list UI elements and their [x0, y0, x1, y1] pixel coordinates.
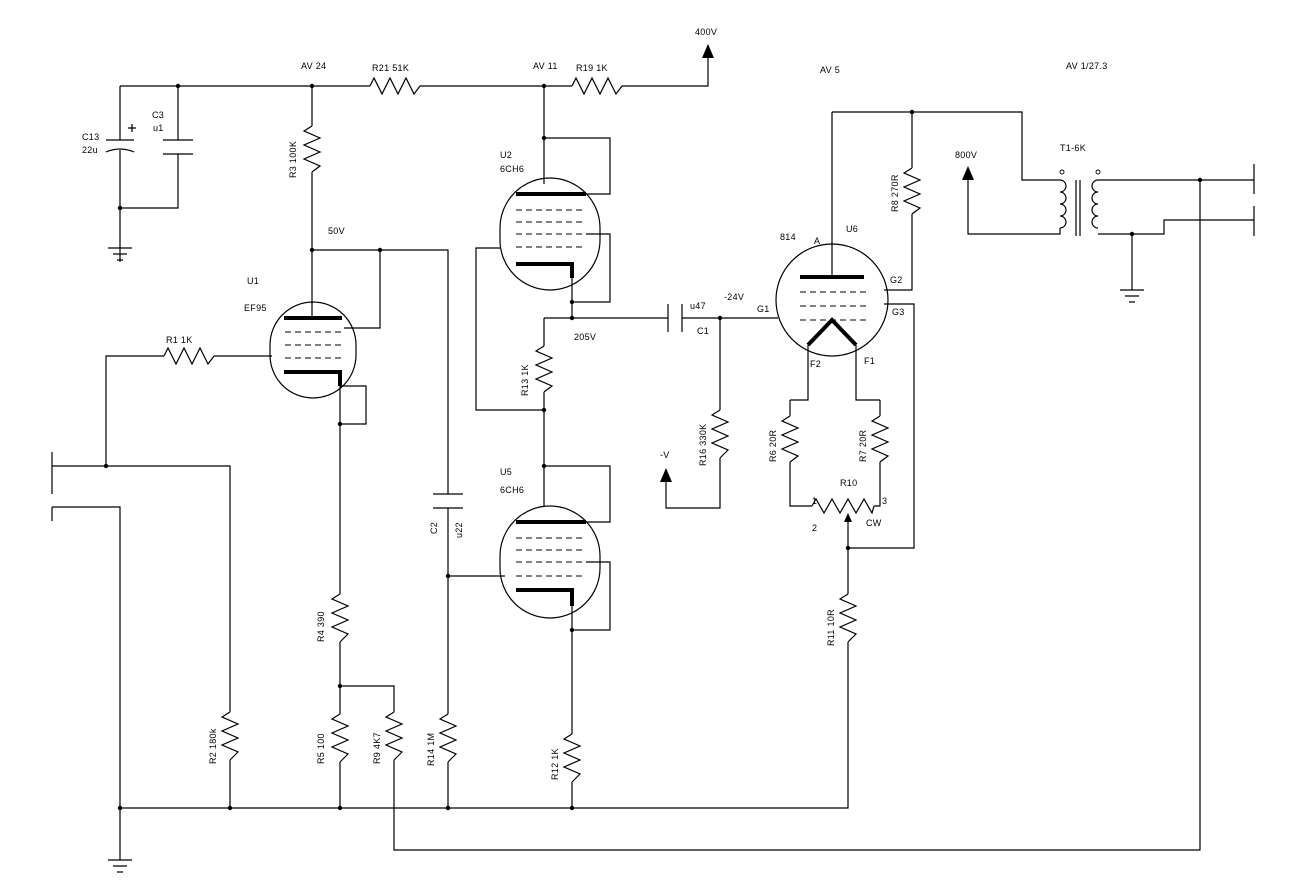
capacitor-c13	[105, 86, 136, 262]
resistor-r3	[302, 86, 322, 304]
pin-label-a: A	[814, 236, 820, 246]
resistor-r11	[838, 593, 858, 643]
pin-label-g1: G1	[757, 304, 770, 314]
label-c13: C13	[82, 132, 99, 142]
label-r4: R4 390	[316, 611, 326, 642]
resistor-r16	[660, 318, 730, 509]
pin-r10-3: 3	[882, 496, 887, 506]
label-r10: R10	[840, 478, 857, 488]
label-r3: R3 100K	[288, 141, 298, 178]
supply-label-neg-v: -V	[660, 450, 670, 460]
input-terminal	[51, 452, 231, 808]
node-label-24v: -24V	[724, 292, 744, 302]
resistor-r5	[330, 713, 350, 808]
supply-label-800v: 800V	[955, 150, 977, 160]
pin-label-g2: G2	[890, 275, 903, 285]
resistor-r7	[870, 400, 890, 507]
node-205v	[534, 315, 668, 506]
tube-u6	[775, 109, 1060, 549]
label-r7: R7 20R	[858, 429, 868, 462]
resistor-r14	[438, 713, 458, 808]
resistor-r2	[220, 711, 240, 808]
label-c3: C3	[152, 110, 164, 120]
potentiometer-r10	[811, 497, 875, 594]
node-50v	[309, 247, 449, 494]
top-supply-rail	[120, 44, 714, 89]
supply-label-400v: 400V	[695, 27, 717, 37]
resistor-r8	[902, 112, 922, 222]
label-r16: R16 330K	[698, 424, 708, 466]
pin-label-f2: F2	[810, 359, 821, 369]
label-r14: R14 1M	[426, 733, 436, 766]
label-u6: U6	[846, 224, 858, 234]
label-c1: C1	[697, 326, 709, 336]
ground-rail	[108, 642, 849, 873]
value-c1: u47	[690, 301, 706, 311]
tube-u5	[499, 465, 611, 734]
label-r10-cw: CW	[866, 518, 882, 528]
node-label-av5: AV 5	[820, 65, 840, 75]
ground-symbol-c13	[108, 247, 132, 261]
label-t1: T1-6K	[1060, 143, 1086, 153]
resistor-r4	[330, 593, 395, 714]
label-r21: R21 51K	[372, 63, 409, 73]
value-c2: u22	[454, 522, 464, 538]
resistor-r1	[105, 346, 272, 466]
type-u5: 6CH6	[500, 485, 524, 495]
value-c3: u1	[153, 123, 164, 133]
type-u1: EF95	[244, 303, 267, 313]
label-r13: R13 1K	[520, 364, 530, 396]
resistor-r12	[562, 733, 582, 808]
transformer-t1	[962, 164, 1255, 303]
resistor-r6	[780, 400, 812, 507]
label-r1: R1 1K	[166, 335, 193, 345]
type-u6: 814	[780, 232, 796, 242]
capacitor-c3	[117, 86, 193, 211]
resistor-r9	[384, 180, 1201, 851]
label-r8: R8 270R	[890, 174, 900, 212]
label-u2: U2	[500, 150, 512, 160]
label-r6: R6 20R	[768, 429, 778, 462]
resistor-r19	[571, 76, 623, 96]
pin-label-g3: G3	[892, 307, 905, 317]
capacitor-c2	[433, 493, 505, 714]
label-r19: R19 1K	[576, 63, 608, 73]
resistor-r21	[369, 76, 421, 96]
node-label-50v: 50V	[328, 226, 345, 236]
label-r12: R12 1K	[550, 748, 560, 780]
type-u2: 6CH6	[500, 164, 524, 174]
pin-r10-1: 1	[812, 496, 817, 506]
tube-u1	[269, 301, 367, 594]
label-r5: R5 100	[316, 733, 326, 764]
label-r2: R2 180k	[208, 728, 218, 764]
label-c2: C2	[429, 522, 439, 534]
node-label-av24: AV 24	[301, 61, 326, 71]
pin-r10-2: 2	[812, 523, 817, 533]
node-label-205v: 205V	[574, 332, 596, 342]
label-r11: R11 10R	[826, 609, 836, 646]
value-c13: 22u	[82, 145, 98, 155]
tube-u2	[475, 86, 611, 411]
label-u1: U1	[247, 276, 259, 286]
label-u5: U5	[500, 467, 512, 477]
node-label-av11: AV 11	[533, 61, 558, 71]
pin-label-f1: F1	[864, 356, 875, 366]
node-label-av-out: AV 1/27.3	[1066, 61, 1108, 71]
label-r9: R9 4K7	[372, 732, 382, 764]
